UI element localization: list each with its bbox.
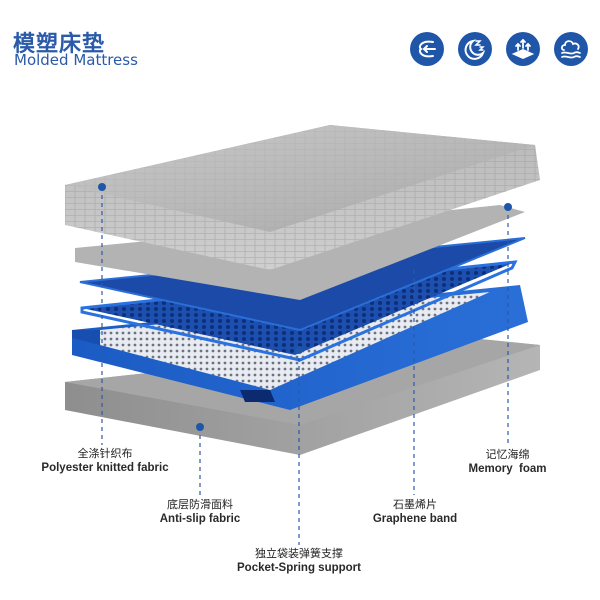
page-title-en: Molded Mattress	[14, 51, 138, 69]
callout-pocket-spring: 独立袋装弹簧支撑 Pocket-Spring support	[214, 546, 384, 576]
callout-polyester: 全涤针织布 Polyester knitted fabric	[20, 446, 190, 476]
cloud-comfort-icon	[554, 32, 588, 66]
callout-memory-foam: 记忆海绵 Memory foam	[455, 447, 560, 477]
callout-cn: 独立袋装弹簧支撑	[255, 547, 343, 560]
callout-en: Memory foam	[468, 463, 547, 475]
sleep-moon-icon	[458, 32, 492, 66]
breathable-airflow-icon	[410, 32, 444, 66]
callout-cn: 石墨烯片	[393, 498, 437, 511]
callout-en: Polyester knitted fabric	[41, 462, 169, 474]
callout-antislip: 底层防滑面料 Anti-slip fabric	[130, 497, 270, 527]
support-layer-icon	[506, 32, 540, 66]
antislip-callout-dot	[196, 423, 204, 431]
callout-en: Anti-slip fabric	[159, 513, 241, 525]
page-title-cn: 模塑床垫	[13, 32, 106, 57]
memory-callout-dot	[504, 203, 512, 211]
callout-en: Pocket-Spring support	[237, 562, 361, 574]
callout-graphene: 石墨烯片 Graphene band	[355, 497, 475, 527]
callout-cn: 全涤针织布	[77, 447, 133, 460]
callout-cn: 底层防滑面料	[167, 498, 233, 511]
callout-en: Graphene band	[372, 513, 458, 525]
polyester-callout-dot	[98, 183, 106, 191]
callout-cn: 记忆海绵	[485, 448, 530, 461]
feature-icons	[410, 32, 588, 66]
pocket-callout-dot	[295, 346, 303, 354]
